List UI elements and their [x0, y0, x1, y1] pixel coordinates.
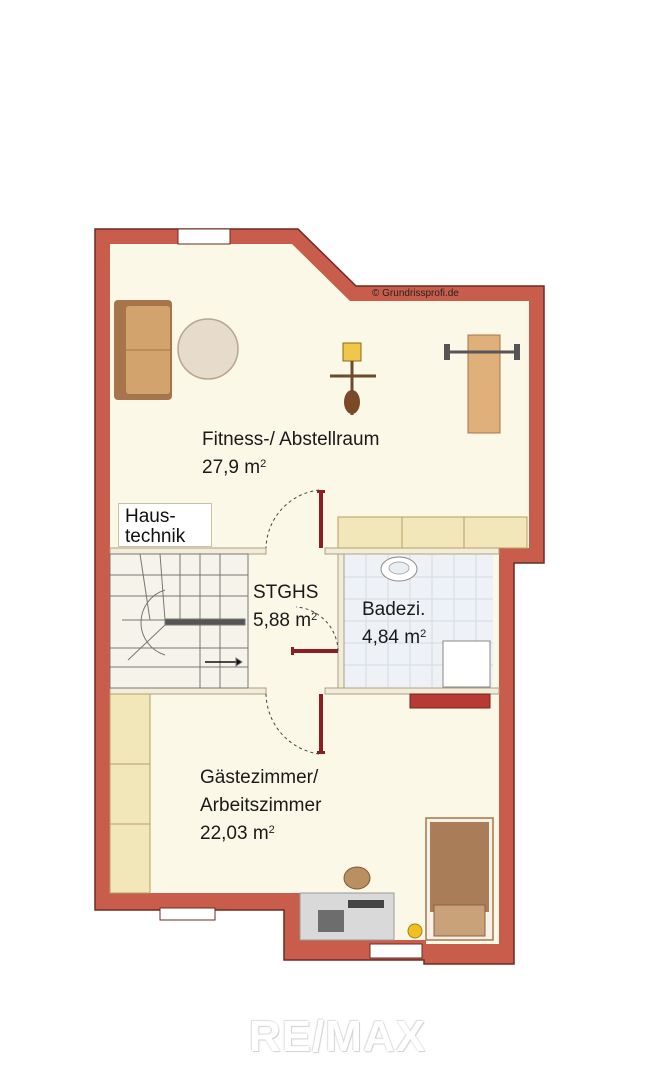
window-top [177, 228, 231, 245]
exercise-bike [330, 342, 376, 415]
room-area: 4,84 m2 [362, 627, 427, 648]
guest-couch [109, 693, 151, 894]
door-frames [291, 490, 338, 754]
window-bottom-right [369, 943, 423, 959]
room-name-line1: Haus- [125, 506, 176, 527]
room-name-line1: Gästezimmer/ [200, 767, 319, 788]
room-label-bath: Badezi. 4,84 m2 [362, 596, 426, 652]
bath-fixtures [380, 556, 491, 688]
round-table [177, 318, 239, 380]
room-name: STGHS [253, 582, 319, 603]
door-swings [265, 489, 339, 755]
cupboards [337, 516, 528, 549]
copyright-notice: © Grundrissprofi.de [372, 288, 459, 299]
radiator [409, 693, 491, 709]
room-label-guest: Gästezimmer/ Arbeitszimmer 22,03 m2 [200, 764, 321, 848]
remax-watermark: RE/MAX [248, 1012, 427, 1061]
weight-bench [444, 334, 520, 434]
room-area: 27,9 m2 [202, 457, 267, 478]
room-area: 5,88 m2 [253, 610, 318, 631]
staircase [109, 553, 249, 689]
floor-area [110, 244, 529, 944]
bed [425, 817, 494, 941]
desk [299, 866, 395, 941]
room-area: 22,03 m2 [200, 823, 275, 844]
room-label-stairs: STGHS 5,88 m2 [253, 579, 318, 635]
lamp [407, 923, 423, 939]
sofa [114, 300, 172, 400]
room-name: Fitness-/ Abstellraum [202, 429, 380, 450]
window-bottom-left [159, 907, 216, 921]
room-name: Badezi. [362, 599, 426, 620]
room-name-line2: technik [125, 526, 186, 547]
room-label-fitness: Fitness-/ Abstellraum 27,9 m2 [202, 426, 379, 482]
room-name-line2: Arbeitszimmer [200, 795, 322, 816]
room-label-haustechnik: Haus- technik [118, 503, 212, 547]
